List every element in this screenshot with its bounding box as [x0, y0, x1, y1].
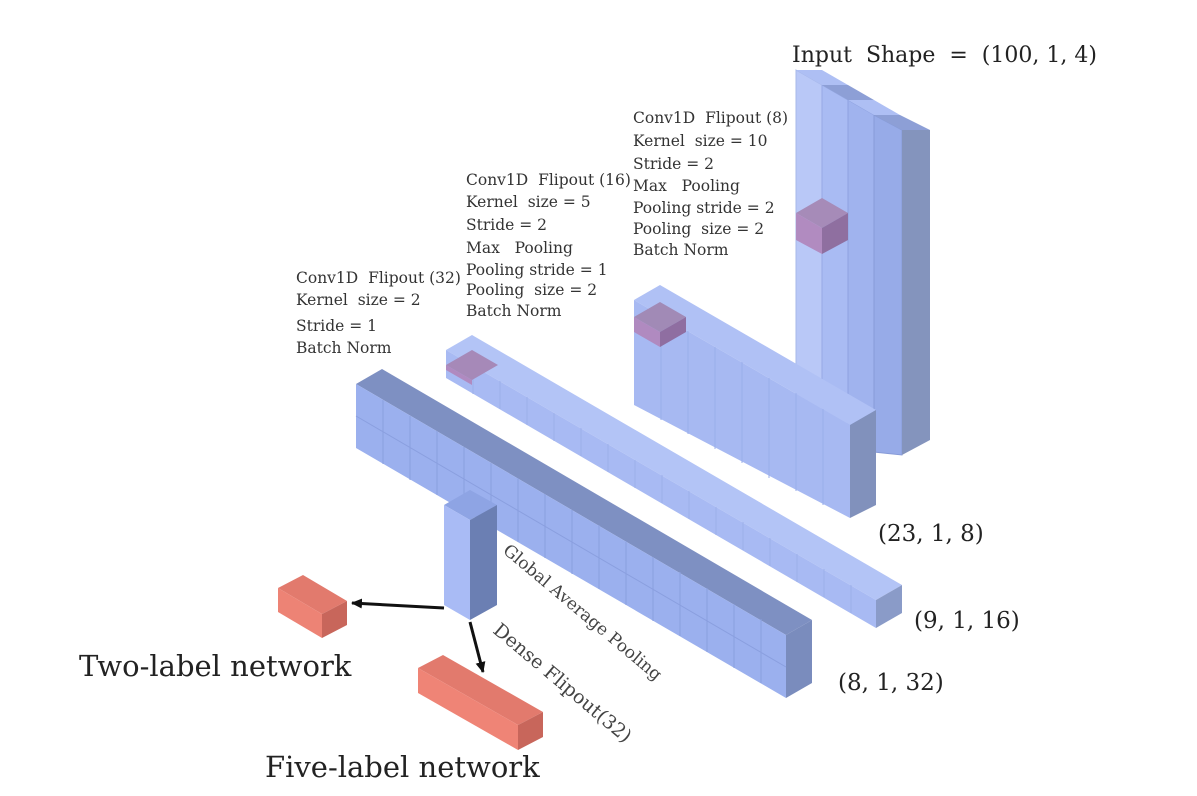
arrow-to-two-label	[351, 598, 445, 610]
conv8-line: Max Pooling	[633, 177, 740, 195]
input-shape-label: Input Shape = (100, 1, 4)	[792, 43, 1097, 68]
conv8-block	[634, 285, 876, 518]
conv32-line: Conv1D Flipout (32)	[296, 269, 461, 287]
conv8-output-shape: (23, 1, 8)	[878, 521, 984, 547]
arrow-to-five-label	[468, 621, 486, 673]
conv16-line: Batch Norm	[466, 302, 562, 320]
input-block	[795, 69, 930, 456]
conv32-line: Batch Norm	[296, 339, 392, 357]
two-label-network-label: Two-label network	[79, 649, 352, 683]
input-kernel	[796, 198, 848, 254]
five-label-output-block	[418, 655, 543, 750]
two-label-output-block	[278, 575, 347, 638]
conv16-line: Conv1D Flipout (16)	[466, 171, 631, 189]
conv8-line: Pooling size = 2	[633, 220, 764, 238]
conv8-line: Kernel size = 10	[633, 132, 768, 150]
conv8-line: Stride = 2	[633, 155, 714, 173]
conv16-line: Pooling stride = 1	[466, 261, 608, 279]
conv16-output-shape: (9, 1, 16)	[914, 608, 1020, 634]
conv8-kernel	[634, 302, 686, 347]
conv16-line: Kernel size = 5	[466, 193, 591, 211]
conv8-line: Conv1D Flipout (8)	[633, 109, 788, 127]
gap-column	[444, 490, 497, 620]
conv8-line: Batch Norm	[633, 241, 729, 259]
conv32-output-shape: (8, 1, 32)	[838, 670, 944, 696]
conv8-annotation: Conv1D Flipout (8) Kernel size = 10 Stri…	[633, 109, 788, 259]
conv16-line: Pooling size = 2	[466, 281, 597, 299]
conv32-line: Stride = 1	[296, 317, 377, 335]
conv16-kernel	[446, 350, 498, 385]
conv8-line: Pooling stride = 2	[633, 199, 775, 217]
conv32-block	[355, 369, 812, 698]
conv16-line: Max Pooling	[466, 239, 573, 257]
conv32-annotation: Conv1D Flipout (32) Kernel size = 2 Stri…	[296, 269, 461, 357]
conv16-annotation: Conv1D Flipout (16) Kernel size = 5 Stri…	[466, 171, 631, 320]
five-label-network-label: Five-label network	[265, 750, 540, 784]
conv16-block	[446, 335, 902, 628]
conv32-line: Kernel size = 2	[296, 291, 421, 309]
conv16-line: Stride = 2	[466, 216, 547, 234]
